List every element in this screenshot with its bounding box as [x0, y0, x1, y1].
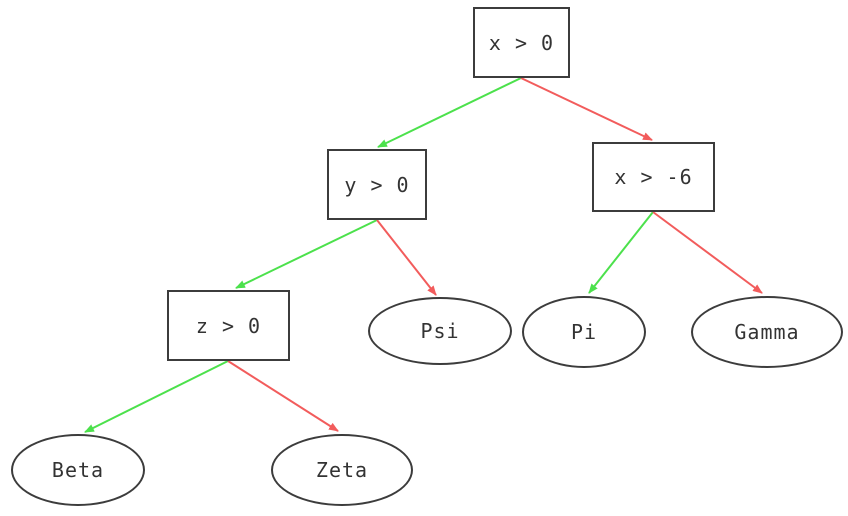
edge-root-to-y0-green — [377, 77, 522, 148]
node-label: Gamma — [734, 320, 800, 344]
node-label: Psi — [420, 319, 460, 343]
edge-root-to-xm6-red — [520, 77, 653, 141]
leaf-node-zeta: Zeta — [271, 434, 413, 506]
leaf-node-psi: Psi — [368, 297, 512, 365]
node-label: z > 0 — [195, 313, 262, 338]
leaf-node-beta: Beta — [11, 434, 145, 506]
decision-node-x-gt-neg6: x > -6 — [592, 142, 715, 212]
node-label: x > -6 — [614, 165, 693, 189]
decision-node-y-gt-0: y > 0 — [327, 149, 427, 220]
node-label: Zeta — [315, 458, 369, 482]
edge-xm6-to-pi-green — [588, 211, 654, 294]
edge-z0-to-beta-green — [84, 360, 229, 433]
edge-y0-to-z0-green — [235, 219, 378, 289]
edge-z0-to-zeta-red — [227, 360, 339, 432]
decision-node-z-gt-0: z > 0 — [167, 290, 290, 361]
edge-y0-to-psi-red — [376, 219, 437, 296]
node-label: x > 0 — [488, 30, 555, 55]
decision-node-x-gt-0: x > 0 — [473, 7, 570, 78]
node-label: y > 0 — [344, 172, 410, 197]
node-label: Pi — [570, 320, 598, 344]
leaf-node-gamma: Gamma — [691, 296, 843, 368]
leaf-node-pi: Pi — [522, 296, 646, 368]
edge-xm6-to-gamma-red — [652, 211, 763, 294]
node-label: Beta — [51, 458, 105, 482]
